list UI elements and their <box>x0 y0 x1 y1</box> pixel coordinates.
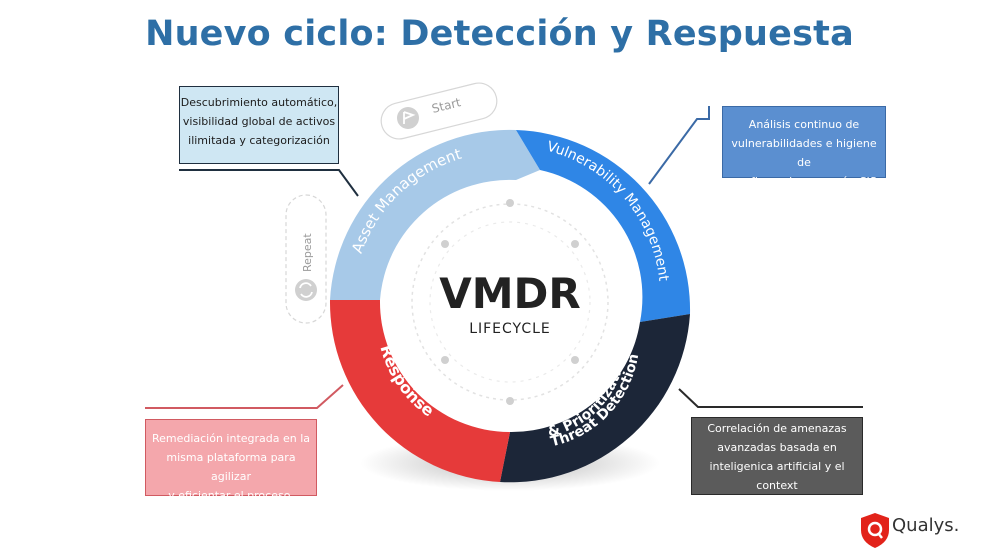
segment-asset-management <box>330 129 516 300</box>
center-subtitle: LIFECYCLE <box>469 321 551 337</box>
threat-leader-line <box>678 388 863 408</box>
callout-line: Correlación de amenazas <box>707 422 847 435</box>
start-label: Start <box>430 95 462 116</box>
callout-line: ilimitada y categorización <box>188 134 330 147</box>
callout-line: Análisis continuo de <box>748 118 860 131</box>
center-title: VMDR <box>439 269 581 318</box>
page-title: Nuevo ciclo: Detección y Respuesta <box>145 14 854 54</box>
repeat-label: Repeat <box>301 233 314 272</box>
callout-line: y eficientar el proceso. <box>168 489 294 502</box>
refresh-icon <box>295 279 317 301</box>
callout-line: de cada entorno <box>731 498 823 511</box>
repeat-pill: Repeat <box>285 194 327 324</box>
callout-asset-management: Descubrimiento automático, visibilidad g… <box>179 86 339 164</box>
decorative-dots <box>441 199 579 405</box>
callout-line: inteligenica artificial y el context <box>709 460 845 492</box>
segment-vulnerability-management <box>516 130 691 322</box>
segment-response <box>329 300 510 482</box>
response-leader-line <box>145 384 344 409</box>
segment-threat-detection <box>500 314 690 483</box>
callout-line: visibilidad global de activos <box>182 115 336 128</box>
callout-line: configuraciones según CIS <box>731 175 877 188</box>
callout-line: Descubrimiento automático, <box>180 96 338 109</box>
callout-line: vulnerabilidades e higiene de <box>731 137 877 169</box>
callout-line: misma plataforma para agilizar <box>166 451 296 483</box>
callout-line: Remediación integrada en la <box>151 432 311 445</box>
callout-threat-detection: Correlación de amenazas avanzadas basada… <box>691 417 863 511</box>
callout-line: avanzadas basada en <box>717 441 837 454</box>
callout-response: Remediación integrada en la misma plataf… <box>145 419 317 502</box>
center-disc <box>392 184 628 420</box>
qualys-logo-text: Qualys. <box>892 515 960 536</box>
start-pill: Start <box>380 82 498 140</box>
asset-leader-line <box>179 169 359 197</box>
callout-vulnerability-management: Análisis continuo de vulnerabilidades e … <box>722 106 886 188</box>
qualys-logo-icon <box>861 513 889 548</box>
vulnerability-leader-line <box>648 106 710 185</box>
